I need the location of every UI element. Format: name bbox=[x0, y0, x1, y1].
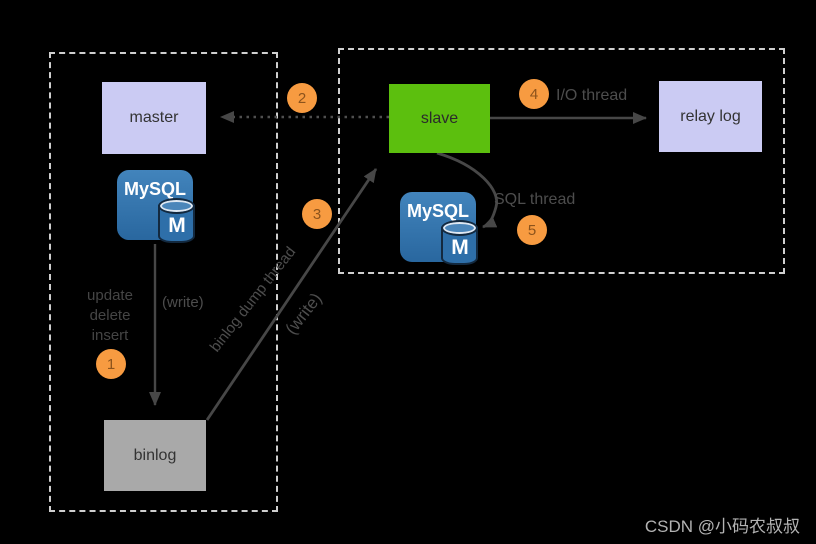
binlog-node-label: binlog bbox=[133, 446, 177, 464]
master-node: master bbox=[102, 82, 206, 154]
step-badge-1: 1 bbox=[96, 349, 126, 379]
write-label: (write) bbox=[162, 294, 204, 311]
database-cylinder-letter: M bbox=[168, 214, 186, 237]
slave-group-box bbox=[338, 48, 785, 274]
csdn-watermark: CSDN @小码农叔叔 bbox=[644, 517, 800, 536]
slave-node: slave bbox=[389, 84, 490, 153]
database-cylinder-icon: M bbox=[441, 220, 479, 267]
client-operations-label: update delete insert bbox=[87, 287, 133, 344]
sql-thread-label: SQL thread bbox=[494, 191, 576, 208]
io-thread-label: I/O thread bbox=[556, 87, 628, 104]
database-cylinder-icon: M bbox=[158, 198, 196, 245]
binlog-node: binlog bbox=[104, 420, 206, 491]
relay-log-node-label: relay log bbox=[680, 107, 741, 125]
database-cylinder-top bbox=[441, 220, 478, 236]
database-cylinder-top bbox=[158, 198, 195, 214]
write-diagonal-label: (write) bbox=[281, 289, 326, 339]
mysql-icon-wordmark: MySQL bbox=[123, 179, 186, 199]
mysql-icon: MySQL M bbox=[117, 170, 197, 246]
step-badge-3: 3 bbox=[302, 199, 332, 229]
step-badge-5: 5 bbox=[517, 215, 547, 245]
slave-node-label: slave bbox=[420, 109, 459, 127]
step-badge-2: 2 bbox=[287, 83, 317, 113]
relay-log-node: relay log bbox=[659, 81, 762, 152]
mysql-icon-wordmark: MySQL bbox=[406, 201, 469, 221]
step-badge-4: 4 bbox=[519, 79, 549, 109]
database-cylinder-letter: M bbox=[451, 236, 469, 259]
mysql-icon: MySQL M bbox=[400, 192, 480, 268]
master-node-label: master bbox=[129, 109, 179, 126]
